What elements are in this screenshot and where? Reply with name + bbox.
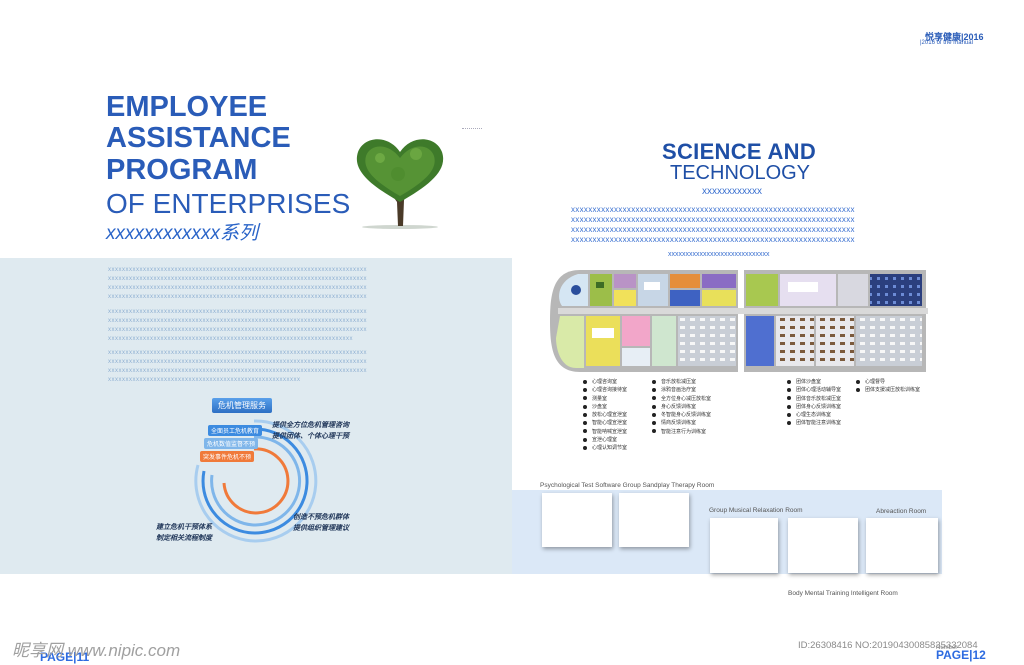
legend-item: 心理督导 <box>856 378 920 386</box>
photo-sandplay <box>619 493 689 547</box>
text-row: xxxxxxxxxxxxxxxxxxxxxxxxxxxxxxxxxxxxxxxx… <box>108 377 301 383</box>
text-row: xxxxxxxxxxxxxxxxxxxxxxxxxxxxxxxxxxxxxxxx… <box>108 294 367 300</box>
legend-item: 情商反馈训练室 <box>652 419 711 427</box>
crisis-rings-diagram <box>194 419 318 543</box>
legend-item: 冬智能身心反馈训练室 <box>652 411 711 419</box>
photo-group-music-1 <box>710 518 778 573</box>
caption-group-music: Group Musical Relaxation Room <box>709 507 803 514</box>
watermark-right: ID:26308416 NO:20190430085835332084 <box>798 640 978 651</box>
page-number-left: PAGE|11 <box>40 650 90 664</box>
caption-abreaction: Abreaction Room <box>876 508 927 515</box>
page-number-right: PAGE|12 <box>936 648 986 662</box>
text-row: xxxxxxxxxxxxxxxxxxxxxxxxxxxxxxxxxxxxxxxx… <box>108 276 367 282</box>
decor-divider <box>462 128 482 129</box>
legend-item: 智能心理宣泄室 <box>583 419 627 427</box>
left-title-line3: PROGRAM <box>106 154 258 186</box>
watermark-left: 昵享网 www.nipic.com <box>12 641 181 660</box>
service-text: 提供全方位危机管理咨询 <box>272 422 349 429</box>
left-text-block-2: xxxxxxxxxxxxxxxxxxxxxxxxxxxxxxxxxxxxxxxx… <box>108 308 428 344</box>
floor-plan-image <box>550 270 928 372</box>
legend-item: 团体智能注意训练室 <box>787 419 841 427</box>
heart-tree-icon <box>356 139 444 229</box>
legend-item: 身心反馈训练室 <box>652 403 711 411</box>
legend-item: 团体心理活动辅导室 <box>787 386 841 394</box>
number-label: Number <box>936 645 958 651</box>
text-row: xxxxxxxxxxxxxxxxxxxxxxxxxxxxxxxxxxxxxxxx… <box>108 350 367 356</box>
left-title-line2: ASSISTANCE <box>106 122 291 154</box>
service-text: 提供团体、个体心理干预 <box>272 433 349 440</box>
chip-lightblue: 危机数值监督不预 <box>204 438 259 449</box>
legend-column-2: 音乐放松减压室 涂鸦音画治疗室 全方位身心减压放松室 身心反馈训练室 冬智能身心… <box>652 378 711 436</box>
photo-abreaction <box>866 518 938 573</box>
legend-item: 智能注意行为训练室 <box>652 428 711 436</box>
text-row: xxxxxxxxxxxxxxxxxxxxxxxxxxxxxxxxxxxxxxxx… <box>571 215 855 224</box>
text-row: xxxxxxxxxxxxxxxxxxxxxxxxxxxxxxxxxxxxxxxx… <box>108 285 367 291</box>
header-subtitle: |2016 of the manual <box>920 40 973 46</box>
legend-item: 心理咨询室 <box>583 378 627 386</box>
chip-blue: 全面员工危机教育 <box>208 425 263 436</box>
legend-item: 宣泄心理室 <box>583 436 627 444</box>
right-title-bold: SCIENCE AND <box>662 139 817 164</box>
right-title-light: TECHNOLOGY <box>670 162 811 184</box>
legend-item: 放松心理宣泄室 <box>583 411 627 419</box>
caption-body-mental: Body Mental Training Intelligent Room <box>788 590 898 597</box>
legend-column-4: 心理督导 团体支援减压放松训练室 <box>856 378 920 395</box>
legend-column-3: 团体沙盘室 团体心理活动辅导室 团体音乐放松减压室 团体身心反馈训练室 心理生态… <box>787 378 841 428</box>
text-row: xxxxxxxxxxxxxxxxxxxxxxxxxxxxxxxxxxxxxxxx… <box>108 359 367 365</box>
legend-item: 测量室 <box>583 395 627 403</box>
left-title-line1: EMPLOYEE <box>106 91 268 123</box>
legend-item: 心理认知调节室 <box>583 444 627 452</box>
crisis-header-chip: 危机管理服务 <box>212 398 272 413</box>
legend-item: 心理生态训练室 <box>787 411 841 419</box>
caption-psych-sandplay: Psychological Test Software Group Sandpl… <box>540 482 715 489</box>
photo-psych-test <box>542 493 612 547</box>
legend-item: 团体身心反馈训练室 <box>787 403 841 411</box>
text-row: xxxxxxxxxxxxxxxxxxxxxxxxxxxxxxxxxxxxxxxx… <box>108 368 367 374</box>
photo-group-music-2 <box>788 518 858 573</box>
service-text: 制定相关流程制度 <box>156 535 212 542</box>
text-row: xxxxxxxxxxxxxxxxxxxxxxxxxxxxxxxxxxxxxxxx… <box>571 225 855 234</box>
legend-item: 团体音乐放松减压室 <box>787 395 841 403</box>
left-info-band <box>0 258 512 574</box>
legend-item: 心理咨询接待室 <box>583 386 627 394</box>
left-title-line4: OF ENTERPRISES <box>106 188 351 219</box>
legend-item: 全方位身心减压放松室 <box>652 395 711 403</box>
service-text: 创造不预危机群体 <box>293 514 349 521</box>
text-row: xxxxxxxxxxxxxxxxxxxxxxxxxxxxxxxxxxxxxxxx… <box>108 309 367 315</box>
legend-item: 智能呐喊宣泄室 <box>583 428 627 436</box>
header-brand: 悦享健康|2016 <box>925 32 984 42</box>
text-row: xxxxxxxxxxxxxxxxxxxxxxxxxxxxxxxxxxxxxxxx… <box>108 336 353 342</box>
legend-item: 团体支援减压放松训练室 <box>856 386 920 394</box>
text-row: xxxxxxxxxxxxxxxxxxxxxxxxxxxxxxxxxxxxxxxx… <box>108 318 367 324</box>
text-row: xxxxxxxxxxxxxxxxxxxxxxxxxxxxxxxxxxxxxxxx… <box>108 327 367 333</box>
service-text: 提供组织管理建议 <box>293 525 349 532</box>
text-row: xxxxxxxxxxxxxxxxxxxxxxxxxxxxxxxxxxxxxxxx… <box>571 235 855 244</box>
legend-item: 音乐放松减压室 <box>652 378 711 386</box>
service-text: 建立危机干预体系 <box>156 524 212 531</box>
legend-item: 涂鸦音画治疗室 <box>652 386 711 394</box>
right-subtitle: xxxxxxxxxxxx <box>702 186 762 197</box>
left-text-block-1: xxxxxxxxxxxxxxxxxxxxxxxxxxxxxxxxxxxxxxxx… <box>108 266 428 302</box>
right-text-block: xxxxxxxxxxxxxxxxxxxxxxxxxxxxxxxxxxxxxxxx… <box>571 205 926 245</box>
series-label: xxxxxxxxxxxx系列 <box>106 223 259 244</box>
text-row: xxxxxxxxxxxxxxxxxxxxxxxxxxxxxxxxxxxxxxxx… <box>571 205 855 214</box>
legend-item: 团体沙盘室 <box>787 378 841 386</box>
legend-item: 沙盘室 <box>583 403 627 411</box>
text-row: xxxxxxxxxxxxxxxxxxxxxxxxxxxxxxxxxxxxxxxx… <box>108 267 367 273</box>
chip-orange: 突发事件危机不预 <box>200 451 255 462</box>
legend-column-1: 心理咨询室 心理咨询接待室 测量室 沙盘室 放松心理宣泄室 智能心理宣泄室 智能… <box>583 378 627 453</box>
left-text-block-3: xxxxxxxxxxxxxxxxxxxxxxxxxxxxxxxxxxxxxxxx… <box>108 349 428 385</box>
right-center-text: xxxxxxxxxxxxxxxxxxxxxxxxxxxxx <box>668 251 770 258</box>
